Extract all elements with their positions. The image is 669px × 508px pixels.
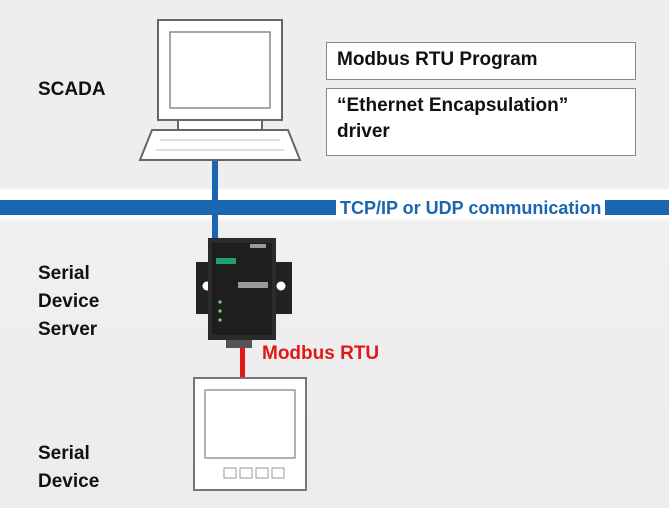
modbus-program-box: Modbus RTU Program bbox=[326, 42, 636, 80]
encapsulation-driver-box: “Ethernet Encapsulation” driver bbox=[326, 88, 636, 156]
serial-device-server-icon bbox=[196, 238, 292, 348]
scada-label: SCADA bbox=[38, 79, 106, 100]
modbus-rtu-label: Modbus RTU bbox=[262, 343, 380, 364]
network-label: TCP/IP or UDP communication bbox=[336, 198, 606, 219]
serial-device-label: Serial Device bbox=[38, 443, 100, 492]
desktop-computer-icon bbox=[138, 19, 302, 161]
serial-device-icon bbox=[193, 377, 307, 491]
scada-network-cable bbox=[212, 160, 218, 200]
serial-device-server-label: Serial Device Server bbox=[38, 263, 100, 340]
modbus-rtu-cable bbox=[240, 348, 245, 378]
server-network-cable bbox=[212, 215, 218, 239]
